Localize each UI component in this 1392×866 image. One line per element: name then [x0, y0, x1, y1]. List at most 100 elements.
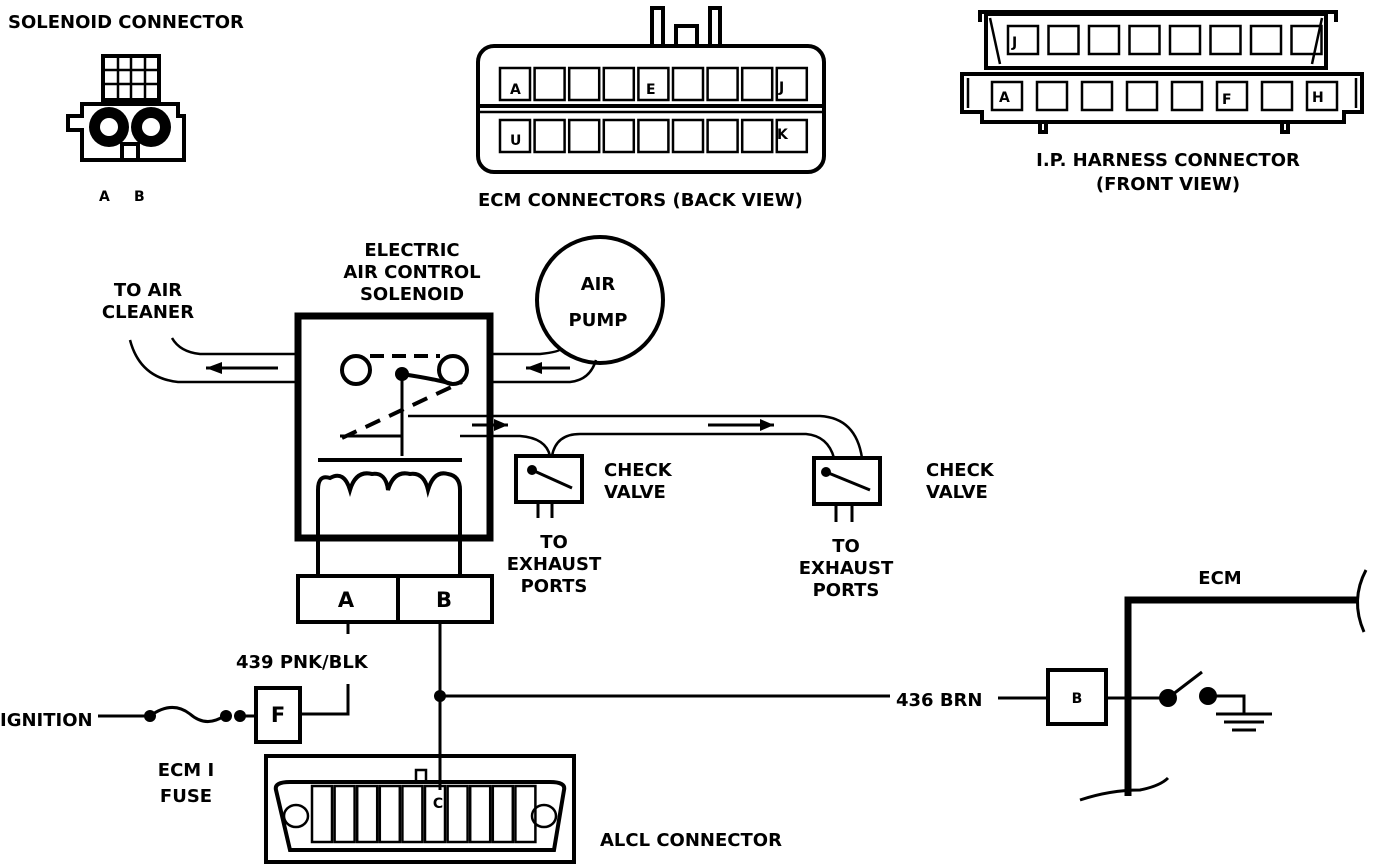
alcl-pin-cavity: [491, 784, 515, 844]
ecm-pin-a: A: [510, 82, 521, 98]
fuse-label-line-1: ECM I: [158, 760, 214, 781]
ip-pin-cavity: [1215, 80, 1249, 112]
alcl-pin-cavity: [423, 784, 447, 844]
ecm-pin-cavity: [602, 66, 636, 102]
solenoid-label-line-1: ELECTRIC: [364, 240, 459, 261]
ip-pin-cavity: [990, 80, 1024, 112]
check-valve-2-label-line-2: VALVE: [926, 482, 988, 503]
ip-pin-cavity: [1087, 24, 1121, 56]
check-valve-1-label-line-1: CHECK: [604, 460, 673, 481]
alcl-pin-cavity: [333, 784, 356, 844]
ecm-pin-u: U: [510, 133, 521, 149]
air-pump-label-line-1: AIR: [581, 274, 616, 295]
check-valve-1-ports-line-2: EXHAUST: [507, 554, 602, 575]
alcl-pin-cavity: [378, 784, 402, 844]
air-control-solenoid: [294, 312, 494, 542]
air-hoses: [128, 337, 864, 459]
ip-pin-cavity: [1249, 24, 1283, 56]
alcl-pin-cavity: [310, 784, 334, 844]
solenoid-label-line-2: AIR CONTROL: [343, 262, 480, 283]
ecm-pin-cavity: [567, 118, 601, 154]
ecm-pin-cavity: [671, 118, 705, 154]
ecm-pin-cavity: [533, 118, 566, 154]
ip-harness-connector-subtitle: (FRONT VIEW): [1096, 174, 1240, 195]
ecm-pin-cavity: [706, 66, 739, 102]
check-valve-1-ports-line-3: PORTS: [521, 576, 588, 597]
check-valve-1-ports-line-1: TO: [540, 532, 568, 553]
ecm-pin-e: E: [646, 82, 656, 98]
check-valve-1-label-line-2: VALVE: [604, 482, 666, 503]
ip-pin-cavity: [1168, 24, 1202, 56]
alcl-connector-label: ALCL CONNECTOR: [600, 830, 782, 851]
ecm-label: ECM: [1198, 568, 1241, 589]
ecm-pin-cavity: [533, 66, 566, 102]
ecm-pin-cavity: [637, 66, 670, 102]
ip-pin-cavity: [1170, 80, 1204, 112]
ecm-pin-k: K: [777, 127, 789, 143]
to-air-cleaner-line-2: CLEANER: [102, 302, 194, 323]
alcl-connector: [264, 754, 576, 864]
alcl-pin-cavity: [468, 784, 492, 844]
fuse-label-line-2: FUSE: [160, 786, 212, 807]
ip-pin-cavity: [1128, 24, 1161, 56]
ecm-connector-drawing: [476, 6, 826, 174]
check-valve-2-ports-line-2: EXHAUST: [799, 558, 894, 579]
to-air-cleaner-line-1: TO AIR: [114, 280, 182, 301]
alcl-pin-cavity: [401, 784, 424, 844]
ecm-pin-cavity: [567, 66, 601, 102]
fuse-terminal-label: F: [271, 703, 285, 727]
ecm-pin-cavity: [602, 118, 636, 154]
solenoid-terminal-a-label: A: [338, 588, 355, 612]
solenoid-terminal-b: [396, 574, 494, 624]
ip-pin-cavity: [1305, 80, 1339, 112]
ip-pin-a: A: [999, 90, 1010, 106]
ip-pin-cavity: [1290, 24, 1323, 56]
ip-pin-cavity: [1047, 24, 1080, 56]
ecm-pin-cavity: [671, 66, 705, 102]
ip-pin-cavity: [1209, 24, 1242, 56]
check-valve-2-ports-line-3: PORTS: [813, 580, 880, 601]
ecm-pin-j: J: [778, 80, 784, 96]
alcl-pin-cavity: [355, 784, 379, 844]
ecm-pin-cavity: [498, 66, 532, 102]
air-pump: [535, 235, 665, 365]
ecm-pin-cavity: [740, 66, 774, 102]
alcl-pin-cavity: [514, 784, 537, 844]
ecm-pin-cavity: [706, 118, 739, 154]
ip-pin-cavity: [1125, 80, 1159, 112]
check-valve-2-label-line-1: CHECK: [926, 460, 995, 481]
check-valve-2-ports-line-1: TO: [832, 536, 860, 557]
ecm-pin-cavity: [775, 118, 809, 154]
ecm-pin-cavity: [637, 118, 670, 154]
ip-harness-connector-title: I.P. HARNESS CONNECTOR: [1036, 150, 1300, 171]
wiring: [98, 569, 1368, 802]
ip-pin-cavity: [1080, 80, 1114, 112]
ecm-terminal-label: B: [1072, 691, 1083, 707]
solenoid-connector-pin-b: B: [134, 189, 145, 205]
solenoid-connector-title: SOLENOID CONNECTOR: [8, 12, 244, 33]
ecm-pin-cavity: [740, 118, 774, 154]
alcl-pin-cavity: [446, 784, 469, 844]
ip-pin-h: H: [1312, 90, 1324, 106]
solenoid-connector-drawing: [66, 54, 186, 162]
ip-pin-f: F: [1222, 92, 1232, 108]
ip-pin-cavity: [1035, 80, 1069, 112]
wire-436-label: 436 BRN: [896, 690, 982, 711]
ecm-connectors-title: ECM CONNECTORS (BACK VIEW): [478, 190, 803, 211]
ecm-pin-cavity: [775, 66, 809, 102]
solenoid-connector-pin-a: A: [99, 189, 110, 205]
solenoid-terminal-b-label: B: [436, 588, 452, 612]
ip-harness-connector-drawing: [960, 10, 1364, 134]
ip-pin-cavity: [1006, 24, 1040, 56]
wire-439-label: 439 PNK/BLK: [236, 652, 369, 673]
ignition-label: IGNITION: [0, 710, 93, 731]
ip-pin-cavity: [1260, 80, 1294, 112]
air-pump-label-line-2: PUMP: [569, 310, 628, 331]
check-valve-2: [812, 456, 882, 522]
check-valve-1: [514, 454, 584, 518]
ecm-pin-cavity: [498, 118, 532, 154]
solenoid-label-line-3: SOLENOID: [360, 284, 464, 305]
ip-pin-j: J: [1011, 35, 1017, 51]
alcl-terminal-label: C: [433, 796, 443, 812]
